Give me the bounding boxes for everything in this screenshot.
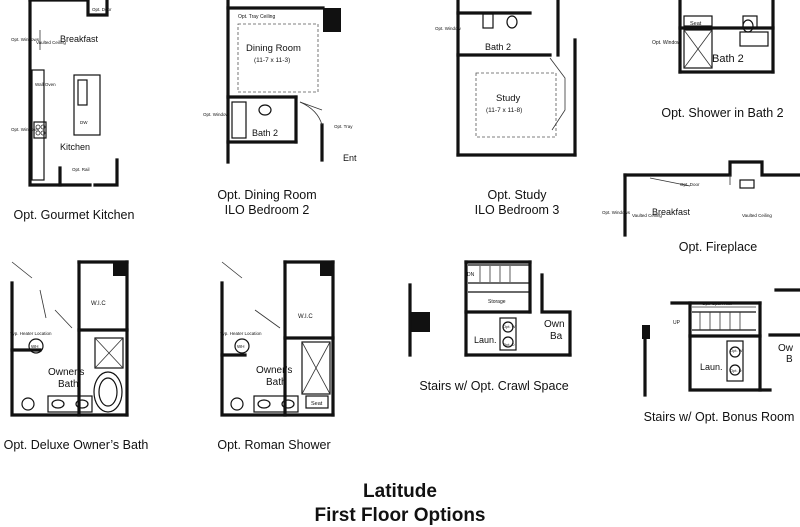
dining-dims-label: (11-7 x 11-3) — [254, 57, 290, 64]
plan-fireplace: Opt. Door Opt. Windows Vaulted Ceiling B… — [602, 160, 800, 237]
fireplace-opt-door-label: Opt. Door — [680, 182, 700, 187]
caption-bonus-room: Stairs w/ Opt. Bonus Room — [643, 410, 795, 424]
fireplace-vaulted-label-right: Vaulted Ceiling — [742, 213, 772, 218]
sheet-title: Latitude — [363, 481, 437, 502]
study-bath-2-label: Bath 2 — [485, 42, 511, 52]
bonus-open-rail-label: Opt. Open Rail — [702, 301, 732, 306]
deluxe-shower — [94, 337, 124, 369]
wall-oven-label: Wall Oven — [35, 82, 56, 87]
bonus-bath-partial-label: B — [786, 354, 793, 365]
sheet-subtitle: First Floor Options — [314, 505, 486, 526]
crawl-bath-partial-label: Ba — [550, 331, 563, 342]
caption-dining-room: Opt. Dining Room ILO Bedroom 2 — [200, 188, 334, 218]
dining-room-label: Dining Room — [246, 43, 301, 54]
caption-study: Opt. Study ILO Bedroom 3 — [450, 188, 584, 218]
caption-dining-line2: ILO Bedroom 2 — [224, 203, 310, 217]
crawl-storage-label: Storage — [488, 299, 506, 305]
bonus-up-label: UP — [673, 320, 681, 326]
crawl-column-block — [410, 312, 430, 332]
bonus-opt-d-label: Opt. D — [730, 368, 742, 373]
caption-shower-bath2: Opt. Shower in Bath 2 — [661, 106, 784, 120]
opt-rail-label: Opt. Rail — [72, 167, 90, 172]
caption-gourmet-kitchen: Opt. Gourmet Kitchen — [13, 208, 135, 222]
roman-shower-stall — [301, 341, 331, 395]
seat-label: Seat — [690, 21, 702, 27]
crawl-dn-label: DN — [467, 272, 475, 278]
plan-deluxe-owners-bath: W.I.C Typ. Heater Location WH Owner's Ba… — [10, 260, 129, 417]
deluxe-bath-label: Bath — [58, 379, 79, 390]
study-label: Study — [496, 93, 521, 104]
deluxe-heater-label: Typ. Heater Location — [10, 331, 52, 336]
fireplace-breakfast-label: Breakfast — [652, 207, 691, 217]
deluxe-wic-corner — [113, 262, 127, 276]
bonus-laun-label: Laun. — [700, 362, 723, 372]
caption-study-line2: ILO Bedroom 3 — [474, 203, 560, 217]
plan-stairs-bonus-room: UP Opt. Open Rail Opt. W Opt. D Laun. Ow… — [642, 288, 800, 397]
fireplace-opt-windows-label: Opt. Windows — [602, 210, 631, 215]
deluxe-tub — [93, 371, 123, 413]
bonus-column-block — [642, 325, 650, 339]
breakfast-label: Breakfast — [60, 34, 99, 44]
opt-tray-label: Opt. Tray — [334, 124, 353, 129]
crawl-opt-d-label: Opt. D — [503, 342, 515, 347]
bonus-opt-w-label: Opt. W — [730, 348, 743, 353]
dining-column-block — [323, 8, 341, 32]
plan-stairs-crawl-space: DN Storage Opt. W Opt. D Laun. Own Ba — [408, 260, 572, 357]
plan-roman-shower: W.I.C Typ. Heater Location WH Owner's Ba… — [220, 260, 335, 417]
plan-study: Opt. Window Bath 2 Study (11-7 x 11-8) — [435, 0, 577, 157]
study-dims-label: (11-7 x 11-8) — [486, 107, 522, 114]
opt-window-label: Opt. Window — [203, 112, 230, 117]
shower-opt-window-label: Opt. Window — [652, 40, 681, 46]
plan-shower-bath2: Seat Opt. Window Bath 2 — [652, 0, 775, 74]
opt-windows-label-top: Opt. Windows — [11, 37, 40, 42]
deluxe-wh-label: WH — [31, 344, 39, 349]
opt-tray-ceiling-label: Opt. Tray Ceiling — [238, 14, 275, 20]
caption-deluxe-bath: Opt. Deluxe Owner’s Bath — [3, 438, 149, 452]
crawl-opt-w-label: Opt. W — [503, 324, 516, 329]
roman-heater-label: Typ. Heater Location — [220, 331, 262, 336]
roman-wic-label: W.I.C — [298, 314, 313, 320]
deluxe-wic-label: W.I.C — [91, 301, 106, 307]
caption-study-line1: Opt. Study — [487, 188, 547, 202]
plan-gourmet-kitchen: Opt. Door Opt. Windows Vaulted Ceiling B… — [11, 0, 119, 187]
ent-label: Ent — [343, 153, 357, 163]
study-opt-window-label: Opt. Window — [435, 26, 462, 31]
roman-wh-label: WH — [237, 344, 245, 349]
vaulted-ceiling-label: Vaulted Ceiling — [36, 40, 66, 45]
bonus-owners-partial-label: Ow — [778, 343, 794, 354]
caption-fireplace: Opt. Fireplace — [678, 240, 758, 254]
plan-dining-room: Opt. Tray Ceiling Dining Room (11-7 x 11… — [203, 0, 357, 164]
fireplace-vaulted-label-left: Vaulted Ceiling — [632, 213, 662, 218]
shower-bath-2-label: Bath 2 — [712, 53, 744, 65]
caption-dining-line1: Opt. Dining Room — [217, 188, 317, 202]
roman-owners-label: Owner's — [256, 365, 292, 376]
roman-bath-label: Bath — [266, 377, 287, 388]
kitchen-island — [73, 74, 101, 136]
kitchen-label: Kitchen — [60, 142, 90, 152]
tray-ceiling-outline — [237, 23, 319, 93]
crawl-owners-partial-label: Own — [544, 319, 565, 330]
bath-2-label: Bath 2 — [252, 128, 278, 138]
roman-wic-corner — [320, 262, 333, 276]
opt-windows-label-bottom: Opt. Windows — [11, 127, 40, 132]
caption-crawl-space: Stairs w/ Opt. Crawl Space — [419, 379, 569, 393]
crawl-laun-label: Laun. — [474, 335, 497, 345]
opt-door-label: Opt. Door — [92, 7, 112, 12]
deluxe-owners-label: Owner's — [48, 367, 84, 378]
shower-stall — [683, 29, 713, 69]
caption-roman-shower: Opt. Roman Shower — [217, 438, 331, 452]
roman-seat-label: Seat — [311, 401, 323, 407]
dw-label: DW — [80, 120, 88, 125]
study-ceiling-outline — [475, 72, 557, 138]
